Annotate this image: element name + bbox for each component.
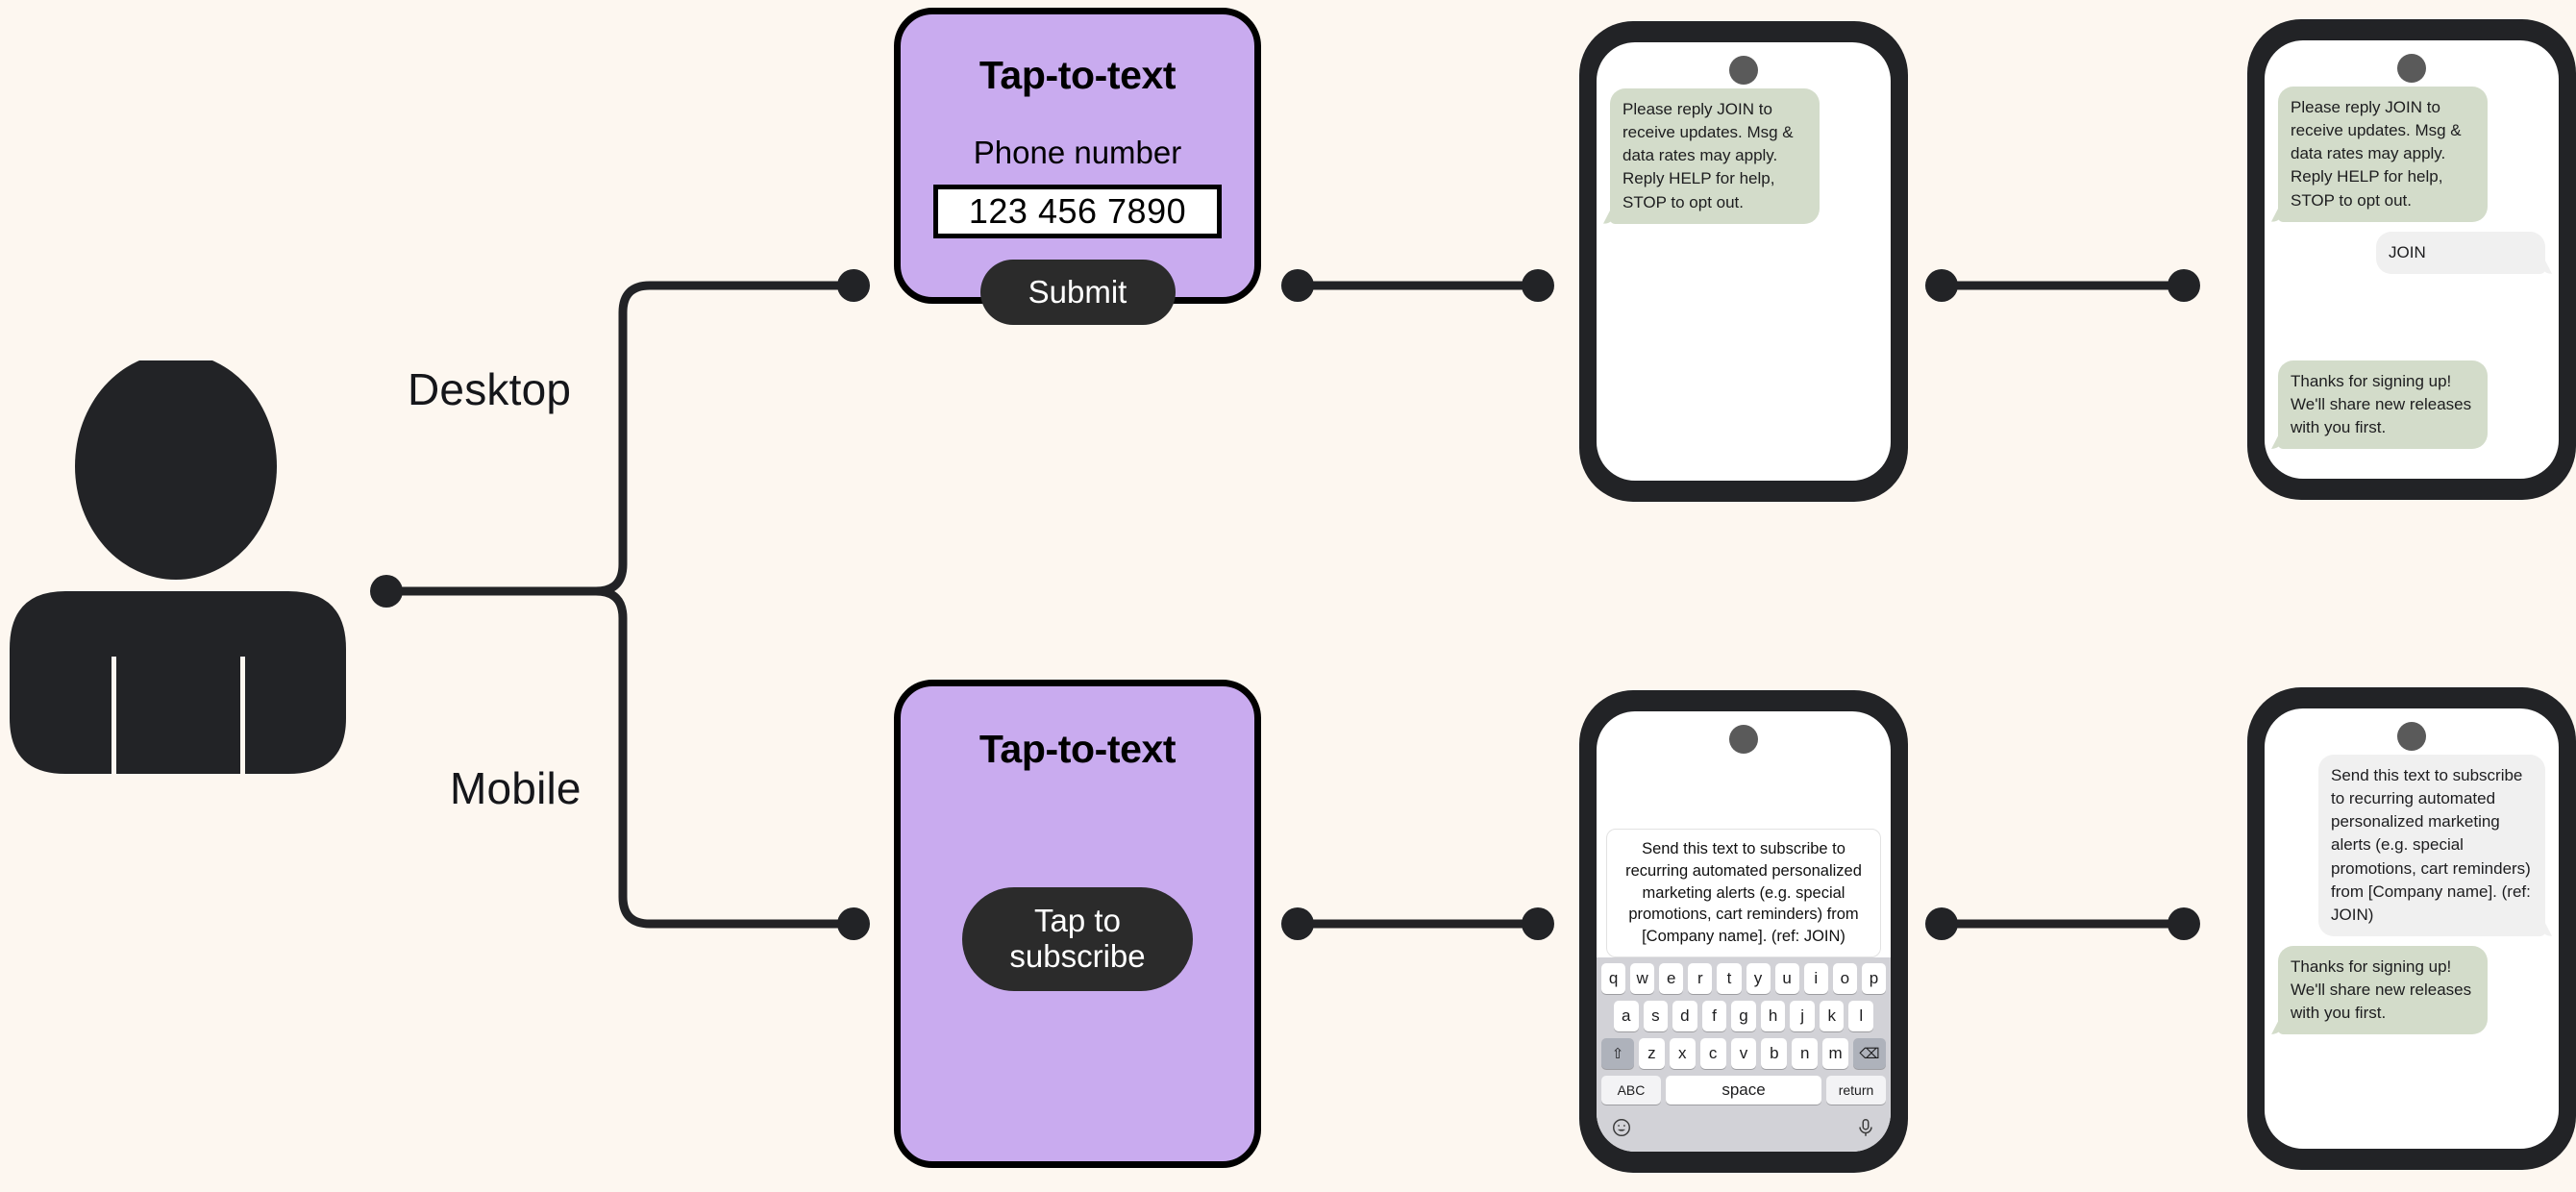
key-p[interactable]: p <box>1861 963 1886 994</box>
message-bubble: JOIN <box>2376 231 2545 274</box>
camera-icon <box>2397 722 2426 751</box>
key-c[interactable]: c <box>1699 1038 1726 1069</box>
phone-screen: Please reply JOIN to receive updates. Ms… <box>2265 40 2559 479</box>
message-bubble: Thanks for signing up! We'll share new r… <box>2278 945 2488 1035</box>
key-d[interactable]: d <box>1672 1001 1697 1031</box>
key-j[interactable]: j <box>1790 1001 1815 1031</box>
key-g[interactable]: g <box>1731 1001 1756 1031</box>
key-b[interactable]: b <box>1761 1038 1788 1069</box>
message-thread: Please reply JOIN to receive updates. Ms… <box>1597 88 1891 234</box>
message-bubble: Please reply JOIN to receive updates. Ms… <box>2278 87 2488 222</box>
person-icon <box>10 360 346 774</box>
connector-node-d-phone2-in <box>2167 269 2200 302</box>
key-y[interactable]: y <box>1746 963 1771 994</box>
backspace-key[interactable]: ⌫ <box>1853 1038 1887 1069</box>
phone-number-label: Phone number <box>973 135 1182 170</box>
submit-button[interactable]: Submit <box>979 260 1176 325</box>
key-i[interactable]: i <box>1803 963 1828 994</box>
message-bubble: Please reply JOIN to receive updates. Ms… <box>1610 88 1820 224</box>
camera-icon <box>1729 725 1758 754</box>
key-z[interactable]: z <box>1639 1038 1665 1069</box>
connector-node-m-phone1-in <box>1522 907 1554 940</box>
key-x[interactable]: x <box>1669 1038 1696 1069</box>
shift-key[interactable]: ⇧ <box>1601 1038 1634 1069</box>
key-h[interactable]: h <box>1760 1001 1786 1031</box>
message-bubble: Send this text to subscribe to recurring… <box>2318 755 2545 936</box>
phone-screen: Send this text to subscribe to recurring… <box>1597 711 1891 1152</box>
camera-icon <box>2397 54 2426 83</box>
message-bubble: Thanks for signing up! We'll share new r… <box>2278 360 2488 450</box>
key-t[interactable]: t <box>1717 963 1742 994</box>
connector-person-to-desktop <box>382 281 858 596</box>
mobile-phone-step2: Send this text to subscribe to recurring… <box>2247 687 2576 1170</box>
desktop-signup-card: Tap-to-text Phone number 123 456 7890 Su… <box>894 8 1261 325</box>
connector-node-m-phone2-in <box>2167 907 2200 940</box>
space-key[interactable]: space <box>1666 1076 1821 1105</box>
connector-node-d-card-out <box>1281 269 1314 302</box>
keyboard-footer <box>1601 1111 1886 1142</box>
phone-screen: Please reply JOIN to receive updates. Ms… <box>1597 42 1891 481</box>
connector-node-origin <box>370 575 403 608</box>
key-r[interactable]: r <box>1688 963 1713 994</box>
mobile-signup-card: Tap-to-text Tap to subscribe <box>894 680 1261 1168</box>
key-l[interactable]: l <box>1848 1001 1874 1031</box>
key-v[interactable]: v <box>1730 1038 1757 1069</box>
key-o[interactable]: o <box>1832 963 1857 994</box>
compose-message-input[interactable]: Send this text to subscribe to recurring… <box>1606 829 1881 957</box>
tap-to-subscribe-button[interactable]: Tap to subscribe <box>962 887 1193 991</box>
microphone-icon[interactable] <box>1855 1117 1876 1138</box>
key-s[interactable]: s <box>1643 1001 1669 1031</box>
key-f[interactable]: f <box>1701 1001 1727 1031</box>
camera-icon <box>1729 56 1758 85</box>
key-u[interactable]: u <box>1774 963 1799 994</box>
desktop-phone-step2: Please reply JOIN to receive updates. Ms… <box>2247 19 2576 500</box>
desktop-card-title: Tap-to-text <box>978 53 1177 97</box>
keyboard-row-4: ABC space return <box>1601 1076 1886 1105</box>
key-e[interactable]: e <box>1659 963 1684 994</box>
phone-screen: Send this text to subscribe to recurring… <box>2265 708 2559 1149</box>
branch-label-desktop: Desktop <box>408 364 572 414</box>
connector-person-to-mobile <box>382 586 858 929</box>
connector-node-desktop-card <box>837 269 870 302</box>
key-n[interactable]: n <box>1792 1038 1819 1069</box>
connector-node-m-phone1-out <box>1925 907 1958 940</box>
message-thread: Please reply JOIN to receive updates. Ms… <box>2265 87 2559 459</box>
key-a[interactable]: a <box>1613 1001 1639 1031</box>
return-key[interactable]: return <box>1826 1076 1886 1105</box>
desktop-phone-step1: Please reply JOIN to receive updates. Ms… <box>1579 21 1908 502</box>
key-q[interactable]: q <box>1601 963 1626 994</box>
mobile-phone-step1: Send this text to subscribe to recurring… <box>1579 690 1908 1173</box>
phone-number-input[interactable]: 123 456 7890 <box>933 185 1222 238</box>
connector-node-d-phone1-in <box>1522 269 1554 302</box>
key-k[interactable]: k <box>1819 1001 1845 1031</box>
emoji-icon[interactable] <box>1611 1117 1632 1138</box>
mobile-card-title: Tap-to-text <box>978 727 1177 771</box>
message-thread: Send this text to subscribe to recurring… <box>2265 755 2559 1044</box>
key-m[interactable]: m <box>1822 1038 1849 1069</box>
connector-node-d-phone1-out <box>1925 269 1958 302</box>
abc-key[interactable]: ABC <box>1601 1076 1661 1105</box>
connector-node-m-card-out <box>1281 907 1314 940</box>
connector-node-mobile-card <box>837 907 870 940</box>
key-w[interactable]: w <box>1630 963 1655 994</box>
branch-label-mobile: Mobile <box>450 763 582 813</box>
